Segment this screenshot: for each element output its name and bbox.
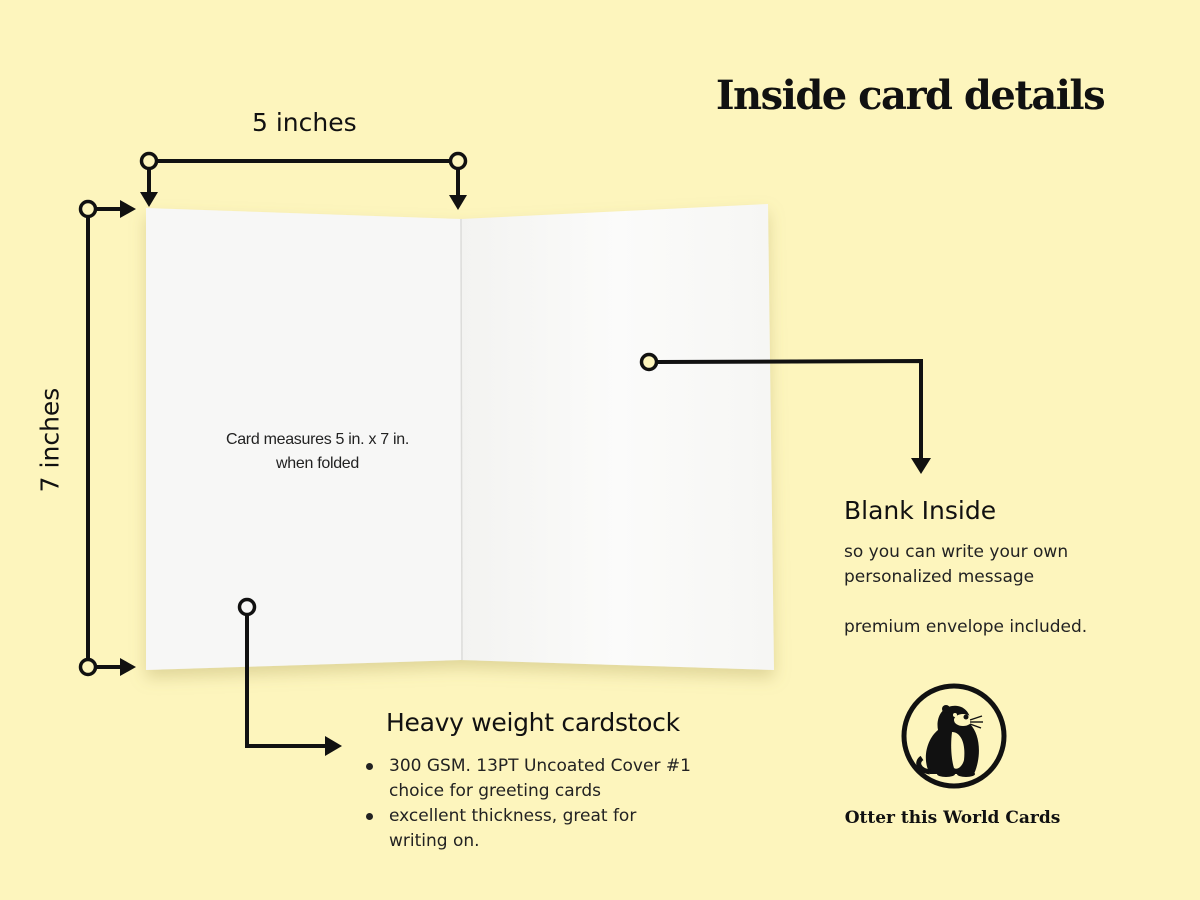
card-folded-line: when folded xyxy=(276,455,359,472)
list-item: 300 GSM. 13PT Uncoated Cover #1 choice f… xyxy=(366,754,726,804)
height-dimension xyxy=(78,199,136,677)
card-measure-line: Card measures 5 in. x 7 in. xyxy=(225,431,410,448)
height-label: 7 inches xyxy=(35,387,65,493)
width-label: 5 inches xyxy=(252,108,357,137)
card-measure-text: Card measures 5 in. x 7 in. when folded xyxy=(200,428,435,476)
blank-inside-line: personalized message xyxy=(844,567,1035,587)
card-fold-line xyxy=(460,218,463,661)
list-item: excellent thickness, great for writing o… xyxy=(366,804,726,854)
cardstock-list: 300 GSM. 13PT Uncoated Cover #1 choice f… xyxy=(366,754,726,854)
width-dimension xyxy=(139,151,468,210)
card-right-panel xyxy=(461,204,774,670)
blank-inside-description: so you can write your own personalized m… xyxy=(844,540,1164,640)
envelope-note: premium envelope included. xyxy=(844,617,1088,637)
cardstock-heading: Heavy weight cardstock xyxy=(386,708,680,737)
page-title: Inside card details xyxy=(715,72,1106,119)
blank-inside-connector xyxy=(639,352,931,474)
cardstock-connector xyxy=(237,597,342,756)
brand-name: Otter this World Cards xyxy=(844,808,1061,828)
blank-inside-line: so you can write your own xyxy=(844,542,1069,562)
blank-inside-heading: Blank Inside xyxy=(844,496,997,525)
otter-logo-icon xyxy=(901,683,1007,789)
